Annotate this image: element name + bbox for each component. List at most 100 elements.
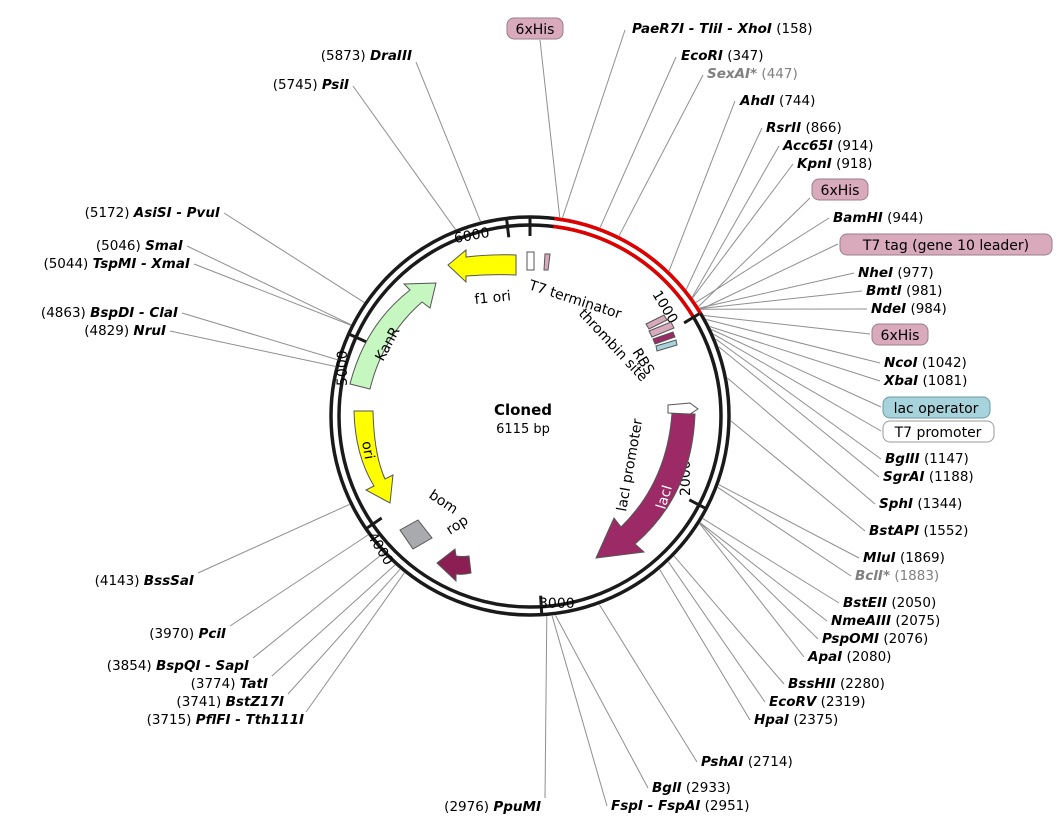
enzyme-psii[interactable]: (5745) PsiI: [273, 77, 349, 93]
leader-line: [718, 484, 860, 559]
his-tag-box-2[interactable]: 6xHis: [811, 178, 869, 201]
leader-line: [730, 420, 866, 532]
svg-text:6xHis: 6xHis: [881, 328, 920, 344]
leader-line: [598, 604, 698, 763]
laci-arrow[interactable]: [595, 412, 696, 559]
enzyme-bmti[interactable]: BmtI (981): [866, 283, 942, 299]
t7-terminator-mark[interactable]: [543, 253, 551, 271]
enzyme-acc65i[interactable]: Acc65I (914): [782, 138, 873, 154]
enzyme-tati[interactable]: (3774) TatI: [191, 676, 268, 692]
leader-line: [717, 486, 852, 577]
enzyme-xbai[interactable]: XbaI (1081): [883, 373, 967, 389]
tick-label-5000: 5000: [335, 350, 351, 386]
leader-line: [287, 568, 401, 695]
leader-line: [718, 346, 880, 478]
enzyme-ppumi[interactable]: (2976) PpuMI: [444, 799, 541, 815]
enzyme-bstz17i[interactable]: (3741) BstZ17I: [176, 694, 284, 710]
selected-region-inner-arc[interactable]: [553, 224, 696, 319]
selected-region-outer-arc[interactable]: [554, 216, 703, 315]
enzyme-bsssai[interactable]: (4143) BssSaI: [95, 573, 194, 589]
tag-boxes: 6xHis 6xHis T7 tag (gene 10 leader) 6xHi…: [506, 17, 1053, 443]
leader-line: [695, 217, 830, 303]
leader-line: [544, 616, 548, 799]
enzyme-ahdi[interactable]: AhdI (744): [739, 93, 815, 109]
enzyme-bglii[interactable]: BglII (1147): [885, 451, 969, 467]
his-tag-box-3[interactable]: 6xHis: [871, 323, 929, 346]
enzyme-bgli[interactable]: BglI (2933): [652, 780, 731, 796]
tick-mark: [688, 498, 706, 510]
leader-line: [618, 74, 704, 237]
his-tag-feature[interactable]: [645, 314, 668, 330]
leader-line: [305, 572, 405, 713]
leader-line: [352, 85, 456, 230]
enzyme-ndei[interactable]: NdeI (984): [871, 301, 947, 317]
leader-line: [551, 615, 608, 807]
t7-promoter-box[interactable]: T7 promoter: [882, 420, 995, 443]
enzyme-asisi[interactable]: (5172) AsiSI - PvuI: [85, 205, 220, 221]
t7-tag-feature[interactable]: [648, 321, 675, 338]
ori-label: ori: [358, 440, 377, 461]
kanr-arrow[interactable]: [349, 282, 437, 390]
his-tag-box-top[interactable]: 6xHis: [506, 17, 564, 40]
t7-terminator-box[interactable]: [526, 251, 535, 271]
enzyme-pcii[interactable]: (3970) PciI: [149, 626, 226, 642]
enzyme-sgrai[interactable]: SgrAI (1188): [883, 469, 974, 485]
feature-arrows: [349, 248, 699, 583]
enzyme-mlui[interactable]: MluI (1869): [863, 550, 945, 566]
rop-label: rop: [443, 512, 471, 538]
leader-line: [169, 330, 336, 367]
plasmid-size: 6115 bp: [496, 422, 550, 437]
leader-line: [197, 503, 350, 574]
enzyme-nhei[interactable]: NheI (977): [858, 265, 934, 281]
enzyme-smai[interactable]: (5046) SmaI: [96, 238, 183, 254]
enzyme-pflfi[interactable]: (3715) PflFI - Tth111I: [147, 712, 304, 728]
enzyme-pshai[interactable]: PshAI (2714): [701, 754, 793, 770]
enzyme-ecori[interactable]: EcoRI (347): [681, 48, 764, 64]
leader-line: [271, 564, 396, 677]
enzyme-bsteii[interactable]: BstEII (2050): [843, 595, 936, 611]
enzyme-draiii[interactable]: (5873) DraIII: [321, 48, 412, 64]
leader-line: [229, 534, 369, 627]
enzyme-nrui[interactable]: (4829) NruI: [84, 323, 166, 339]
leader-line: [727, 377, 876, 505]
tick-label-6000: 6000: [453, 225, 491, 247]
svg-text:T7 promoter: T7 promoter: [894, 425, 982, 441]
leader-line: [659, 569, 751, 721]
enzyme-tspmi[interactable]: (5044) TspMI - XmaI: [43, 256, 190, 272]
svg-text:lac operator: lac operator: [894, 401, 979, 417]
enzyme-nmeaiii[interactable]: NmeAIII (2075): [831, 613, 940, 629]
rop-arrow[interactable]: [436, 548, 472, 583]
laci-promoter-label: lacI promoter: [614, 417, 646, 512]
enzyme-fspi[interactable]: FspI - FspAI (2951): [611, 798, 750, 814]
enzyme-rsrii[interactable]: RsrII (866): [766, 120, 842, 136]
enzyme-hpai[interactable]: HpaI (2375): [754, 712, 838, 728]
enzyme-kpni[interactable]: KpnI (918): [797, 156, 872, 172]
enzyme-apai[interactable]: ApaI (2080): [807, 649, 891, 665]
enzyme-bsshii[interactable]: BssHII (2280): [788, 676, 885, 692]
enzyme-pspomi[interactable]: PspOMI (2076): [822, 631, 928, 647]
enzyme-ecorv[interactable]: EcoRV (2319): [769, 694, 866, 710]
enzyme-ncoi[interactable]: NcoI (1042): [884, 355, 967, 371]
ori-arrow[interactable]: [353, 410, 394, 504]
enzyme-sphi[interactable]: SphI (1344): [879, 496, 962, 512]
lac-operator-box[interactable]: lac operator: [882, 396, 991, 419]
enzyme-paer7i[interactable]: PaeR7I - TliI - XhoI (158): [632, 21, 813, 37]
enzyme-labels-left: (2976) PpuMI (3715) PflFI - Tth111I (374…: [41, 48, 541, 815]
enzyme-bspdi[interactable]: (4863) BspDI - ClaI: [41, 305, 178, 321]
bom-box[interactable]: [399, 519, 433, 550]
laci-promoter-arrow[interactable]: [667, 402, 699, 415]
enzyme-bstapi[interactable]: BstAPI (1552): [869, 523, 968, 539]
leader-line: [699, 523, 805, 658]
enzyme-bamhi[interactable]: BamHI (944): [833, 210, 923, 226]
enzyme-labels: PaeR7I - TliI - XhoI (158) EcoRI (347) S…: [611, 21, 974, 814]
f1-ori-arrow[interactable]: [447, 248, 517, 284]
enzyme-bspqi[interactable]: (3854) BspQI - SapI: [107, 658, 249, 674]
leader-line: [252, 552, 384, 659]
leader-line: [193, 263, 351, 326]
enzyme-bcli[interactable]: BclI* (1883): [855, 568, 939, 584]
t7-tag-box[interactable]: T7 tag (gene 10 leader): [839, 233, 1053, 256]
thrombin-feature[interactable]: [652, 331, 676, 345]
rbs-feature[interactable]: [655, 339, 678, 352]
leader-line: [715, 338, 882, 460]
enzyme-sexai[interactable]: SexAI* (447): [707, 66, 798, 82]
